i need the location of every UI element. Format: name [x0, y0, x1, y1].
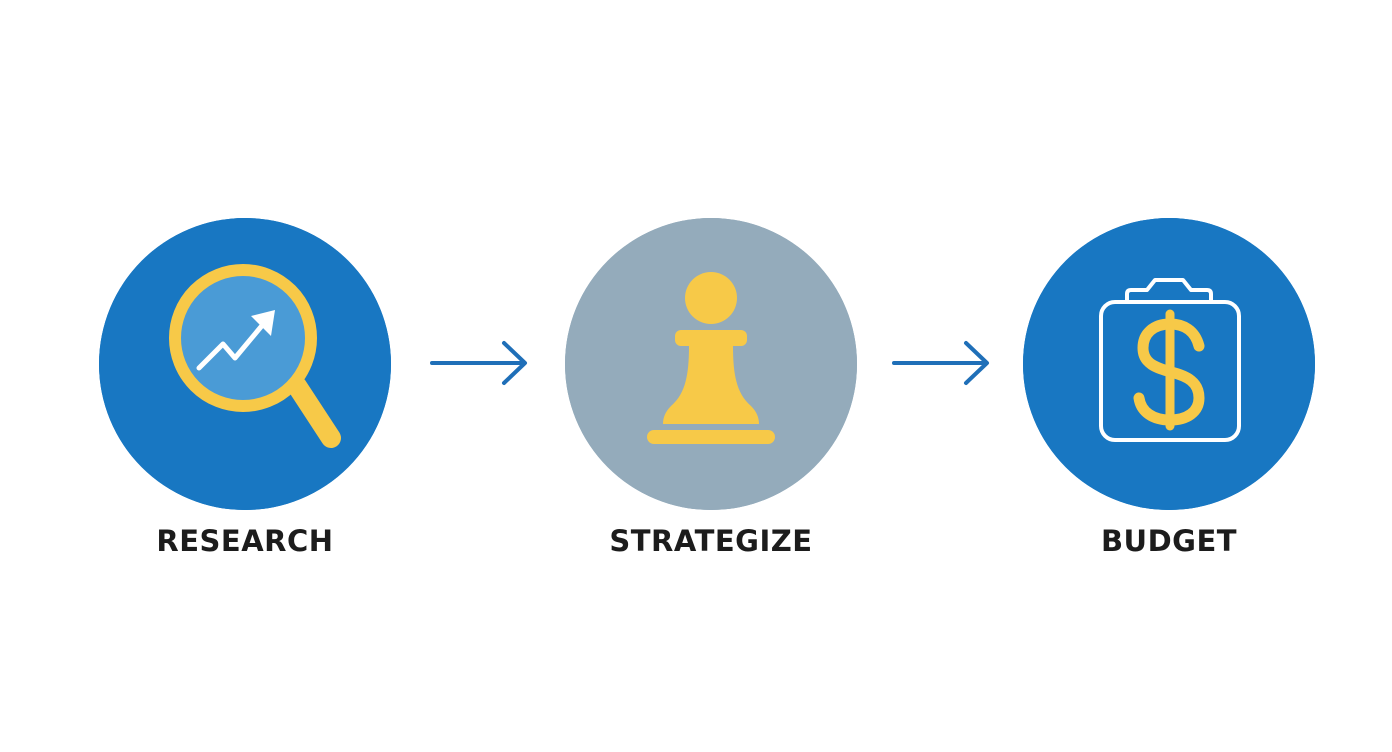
- magnifier-trend-icon: [99, 218, 391, 510]
- dollar-bag-icon: [1023, 218, 1315, 510]
- strategize-circle: [565, 218, 857, 510]
- arrow-right-icon: [892, 340, 992, 386]
- step-label-budget: BUDGET: [1100, 524, 1238, 558]
- step-budget: BUDGET: [1023, 218, 1315, 563]
- research-circle: [99, 218, 391, 510]
- step-research: RESEARCH: [99, 218, 391, 563]
- step-strategize: STRATEGIZE: [565, 218, 857, 563]
- step-label-research: RESEARCH: [156, 524, 334, 558]
- budget-circle: [1023, 218, 1315, 510]
- arrow-right-icon: [430, 340, 530, 386]
- step-label-strategize: STRATEGIZE: [609, 524, 813, 558]
- chess-pawn-icon: [565, 218, 857, 510]
